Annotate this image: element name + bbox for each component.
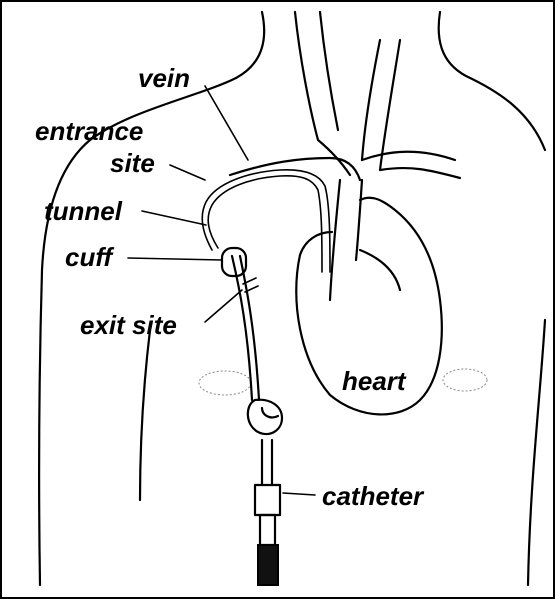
label-exit-site: exit site — [80, 310, 177, 340]
label-entrance-site: site — [110, 148, 155, 178]
connector-cap — [258, 545, 278, 585]
label-tunnel: tunnel — [44, 196, 123, 226]
label-cuff: cuff — [65, 242, 115, 272]
label-heart: heart — [342, 366, 407, 396]
label-catheter: catheter — [322, 481, 425, 511]
label-vein: vein — [138, 63, 190, 93]
label-entrance: entrance — [35, 116, 143, 146]
